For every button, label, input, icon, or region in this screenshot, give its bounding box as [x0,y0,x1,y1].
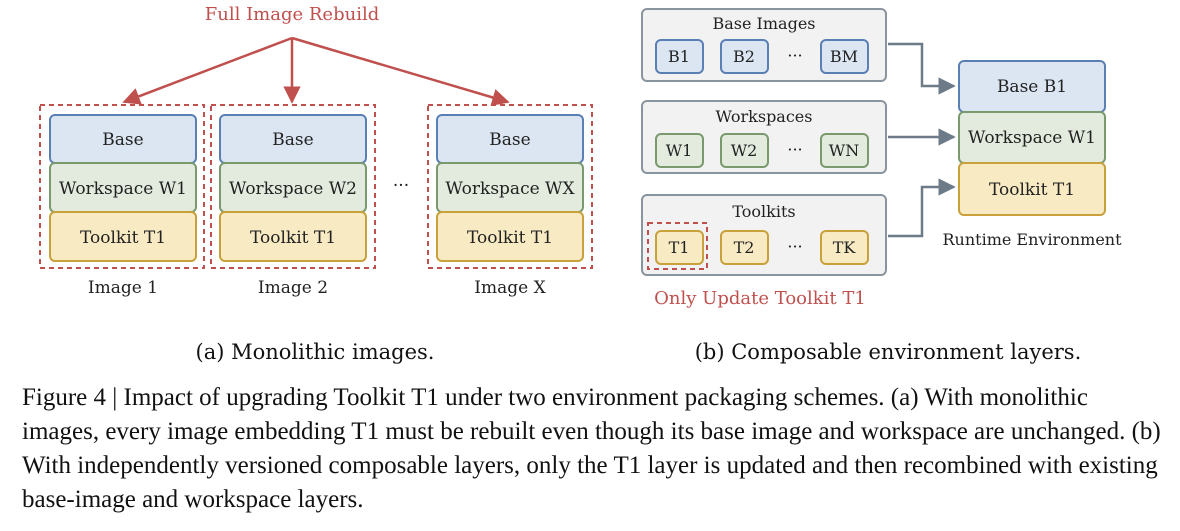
runtime-toolkit-layer [958,162,1106,216]
toolkits-group: Toolkits T1 T2 ··· TK [641,194,887,276]
workspaces-group: Workspaces W1 W2 ··· WN [641,100,887,174]
subcaption-b: (b) Composable environment layers. [695,340,1082,364]
compose-arrows [888,42,956,238]
toolkit-t2-label: T2 [734,238,755,257]
image-1-workspace-label: Workspace W1 [59,179,187,199]
toolkit-t1-highlight [647,222,708,270]
image-x-toolkit-label: Toolkit T1 [467,228,553,248]
workspace-w2-label: W2 [731,141,758,160]
image-x-outline [427,104,593,269]
image-2-toolkit-layer [219,211,367,262]
image-x-workspace-label: Workspace WX [445,179,575,199]
toolkits-title: Toolkits [732,202,795,221]
runtime-base-label: Base B1 [997,77,1067,97]
toolkit-t2 [720,230,769,265]
runtime-toolkit-label: Toolkit T1 [989,180,1075,200]
figure-caption: Figure 4 | Impact of upgrading Toolkit T… [22,384,1161,513]
workspace-wn [820,133,869,168]
rebuild-arrow-image-1 [122,36,293,105]
workspace-w1 [655,133,704,168]
arrow-toolkit-to-runtime [888,178,956,238]
image-1-base-label: Base [102,130,143,150]
base-images-title: Base Images [712,14,815,33]
image-x-base-label: Base [489,130,530,150]
image-1-label: Image 1 [88,278,158,298]
toolkit-tk-label: TK [833,238,857,257]
image-x-label: Image X [474,278,546,298]
workspaces-title: Workspaces [716,107,813,126]
rebuild-arrow-image-x [291,36,510,106]
image-1-toolkit-layer [49,211,197,262]
only-update-note: Only Update Toolkit T1 [654,288,866,309]
diagram: Full Image Rebuild Base Workspace W1 Too… [39,4,1122,364]
arrow-base-to-runtime [888,42,956,95]
base-image-b2 [720,39,769,74]
image-x-toolkit-layer [436,211,584,262]
workspace-wn-label: WN [829,141,859,160]
rebuild-arrows [122,36,510,106]
runtime-workspace-label: Workspace W1 [968,128,1096,148]
image-1: Base Workspace W1 Toolkit T1 Image 1 [39,104,205,298]
image-2-base-label: Base [272,130,313,150]
workspaces-ellipsis: ··· [787,140,802,159]
full-image-rebuild-title: Full Image Rebuild [205,4,379,25]
image-1-outline [39,104,205,269]
image-2-workspace-label: Workspace W2 [229,179,357,199]
image-x: Base Workspace WX Toolkit T1 Image X [427,104,593,298]
image-2: Base Workspace W2 Toolkit T1 Image 2 [210,104,376,298]
base-image-b1 [655,39,704,74]
image-1-toolkit-label: Toolkit T1 [80,228,166,248]
base-image-bm-label: BM [830,47,858,66]
base-image-bm [820,39,869,74]
base-image-b1-label: B1 [668,47,690,66]
runtime-environment: Base B1 Workspace W1 Toolkit T1 Runtime … [942,60,1122,249]
image-2-label: Image 2 [258,278,328,298]
toolkit-t1-label: T1 [669,238,690,257]
base-images-ellipsis: ··· [787,46,802,65]
toolkit-tk [820,230,869,265]
images-ellipsis: ··· [393,176,409,196]
subcaption-a: (a) Monolithic images. [196,340,435,364]
toolkits-ellipsis: ··· [787,237,802,256]
base-images-group: Base Images B1 B2 ··· BM [641,8,887,82]
image-2-outline [210,104,376,269]
workspace-w2 [720,133,769,168]
base-image-b2-label: B2 [733,47,755,66]
runtime-environment-label: Runtime Environment [942,230,1122,249]
toolkit-t1 [655,230,704,265]
workspace-w1-label: W1 [666,141,693,160]
image-2-toolkit-label: Toolkit T1 [250,228,336,248]
